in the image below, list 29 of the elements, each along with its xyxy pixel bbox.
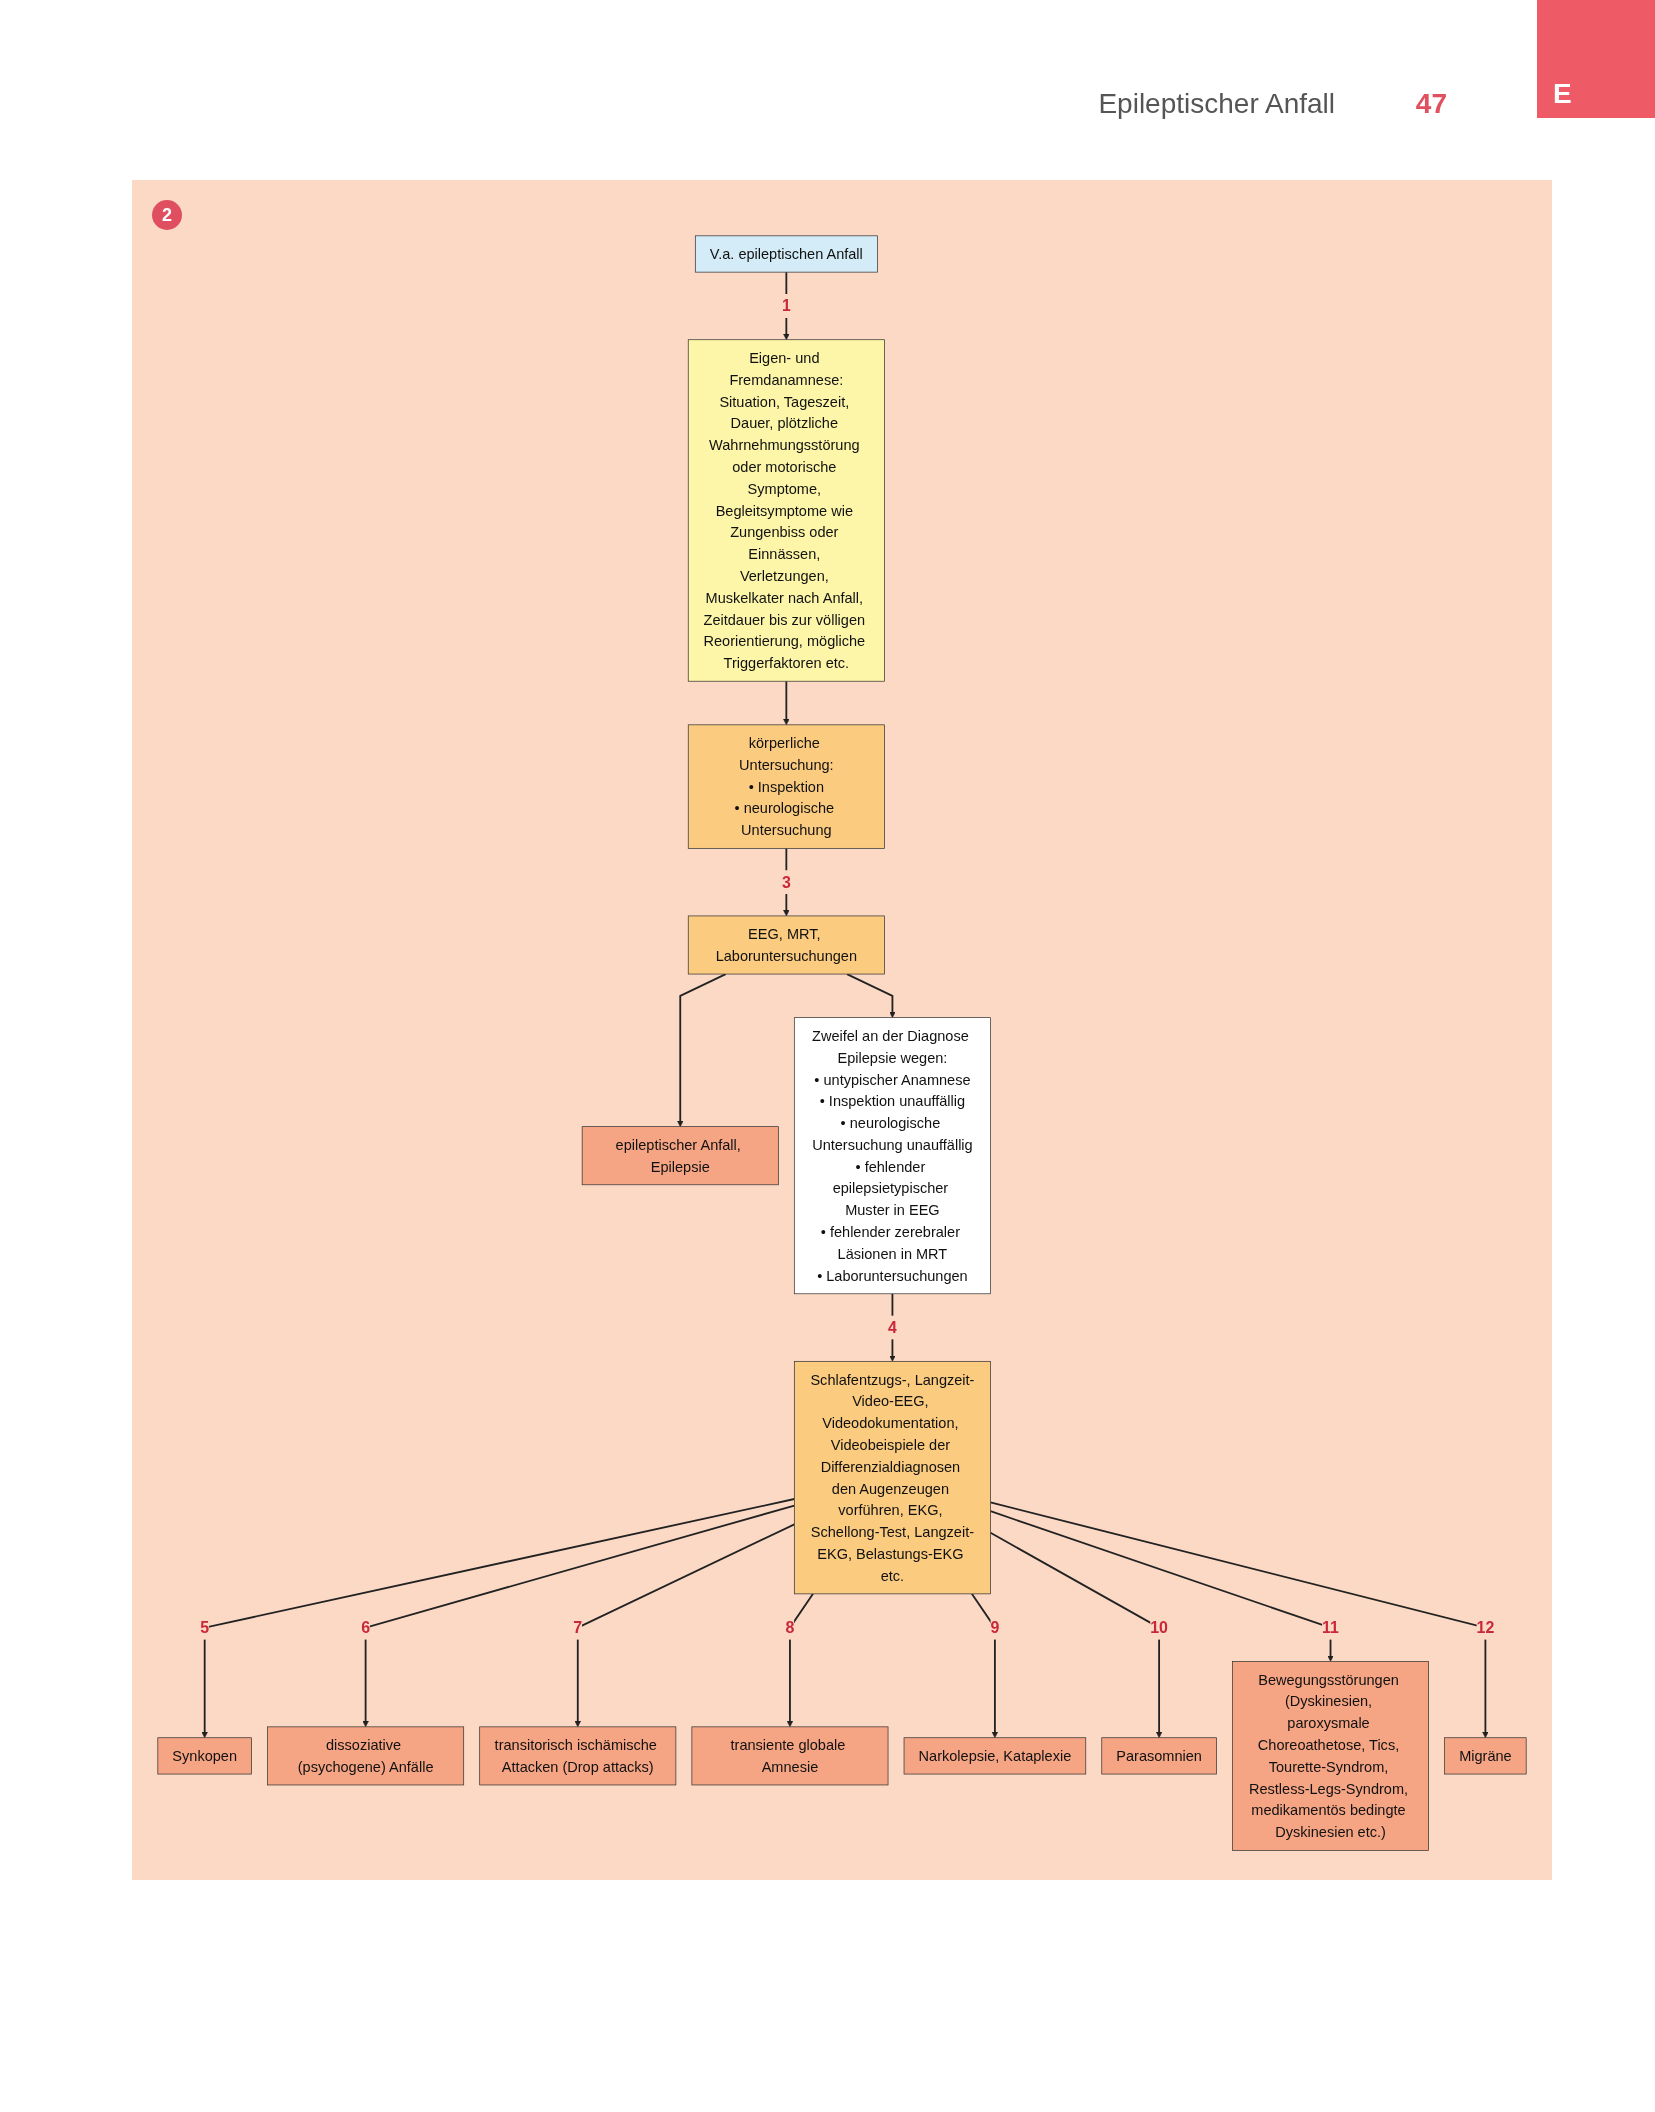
callout-number: 2	[152, 200, 182, 230]
process-box: epileptischer Anfall, Epilepsie	[581, 1126, 779, 1186]
process-box: Eigen- und Fremdanamnese: Situation, Tageszeit, Dauer, plötzliche Wahrnehmungsstörung oder motorische Symptome, Begleitsymptome wie Zungenbiss oder Einnässen, Verletzungen, Muskelkater nach Anfall, Zeitdauer bis zur völligen Reorientierung, mögliche Triggerfaktoren etc.	[687, 339, 885, 682]
node-label: • fehlender zerebraler Läsionen in MRT	[820, 1224, 960, 1262]
process-box: Narkolepsie, Kataplexie	[903, 1737, 1087, 1775]
node-label: • Inspektion unauffällig	[819, 1093, 966, 1110]
node-label: • neurologische Untersuchung unauffällig	[812, 1115, 973, 1153]
callout-number: 3	[781, 870, 791, 895]
process-box: Migräne	[1444, 1737, 1527, 1775]
page-header-title: Epileptischer Anfall	[1098, 88, 1335, 120]
node-label: • Laboruntersuchungen	[817, 1267, 968, 1284]
callout-number: 4	[888, 1315, 897, 1340]
page-number: 47	[1415, 88, 1447, 120]
process-box: transitorisch ischämische Attacken (Drop attacks)	[479, 1726, 677, 1786]
node-label: • fehlender epilepsietypischer Muster in EEG	[832, 1158, 949, 1219]
process-box: Schlafentzugs-, Langzeit-Video-EEG, Videodokumentation, Videobeispiele der Differenzialdiagnosen den Augenzeugen vorführen, EKG, Schellong-Test, Langzeit-EKG, Belastungs-EKG etc.	[793, 1360, 991, 1595]
node-label: Zweifel an der Diagnose Epilepsie wegen:	[812, 1027, 969, 1066]
node-label: • untypischer Anamnese	[814, 1071, 971, 1088]
process-box: körperliche Untersuchung: • Inspektion • neurologische Untersuchung	[687, 724, 885, 849]
process-box: Synkopen	[157, 1737, 252, 1775]
callout-number: 1	[781, 293, 791, 318]
chapter-tab: E	[1537, 0, 1655, 118]
process-box: V.a. epileptischen Anfall	[694, 235, 878, 273]
process-box: Zweifel an der Diagnose Epilepsie wegen: • untypischer Anamnese • Inspektion unauffällig • neurologische Untersuchung unauffällig • fehlender epilepsietypischer Muster in EEG • fehlender zerebraler Läsionen in MRT • Laboruntersuchungen	[793, 1017, 991, 1295]
process-box: dissoziative (psychogene) Anfälle	[267, 1726, 465, 1786]
process-box: Bewegungsstörungen (Dyskinesien, paroxysmale Choreoathetose, Tics, Tourette-Syndrom, Restless-Legs-Syndrom, medikamentös bedingte Dyskinesien etc.)	[1232, 1661, 1429, 1851]
process-box: EEG, MRT, Laboruntersuchungen	[687, 915, 885, 975]
process-box: Parasomnien	[1101, 1737, 1217, 1775]
process-box: transiente globale Amnesie	[691, 1726, 889, 1786]
